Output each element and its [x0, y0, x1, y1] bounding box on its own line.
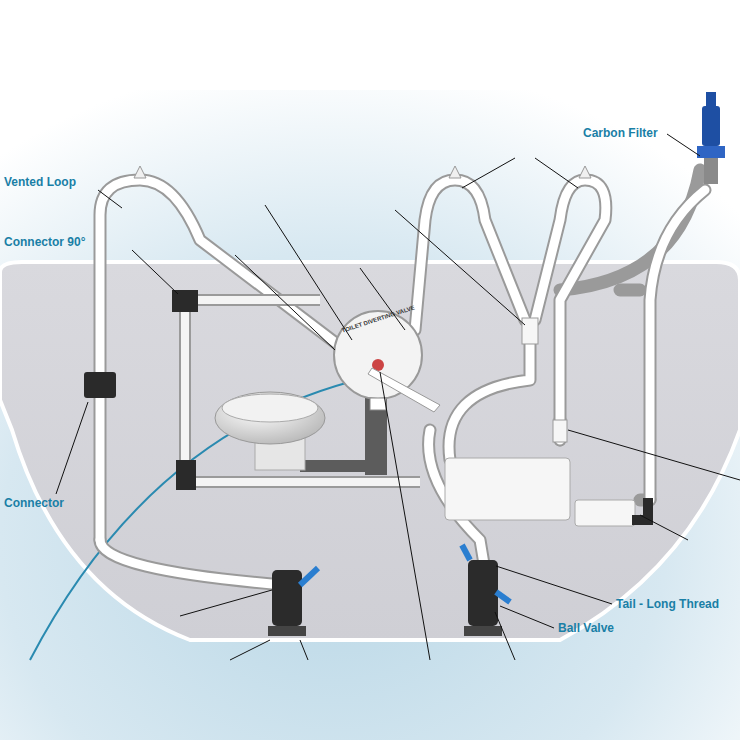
part-label: Tail - Long Thread	[616, 598, 719, 611]
leader-lines	[56, 134, 740, 660]
holding-tank	[445, 420, 648, 526]
y-connector	[522, 318, 538, 344]
part-label: Carbon Filter	[583, 127, 658, 140]
part-label: Connector	[4, 497, 64, 510]
sea-background	[0, 90, 740, 740]
water-line	[30, 378, 365, 660]
vented-loop-caps	[134, 166, 591, 178]
carbon-filter	[697, 92, 725, 184]
part-label: Vented Loop	[4, 176, 76, 189]
hoses	[100, 170, 705, 585]
part-label: Connector 90°	[4, 236, 85, 249]
hull-outline	[0, 262, 740, 640]
ball-valves	[268, 545, 510, 636]
toilet	[215, 392, 325, 470]
part-label: Ball Valve	[558, 622, 614, 635]
